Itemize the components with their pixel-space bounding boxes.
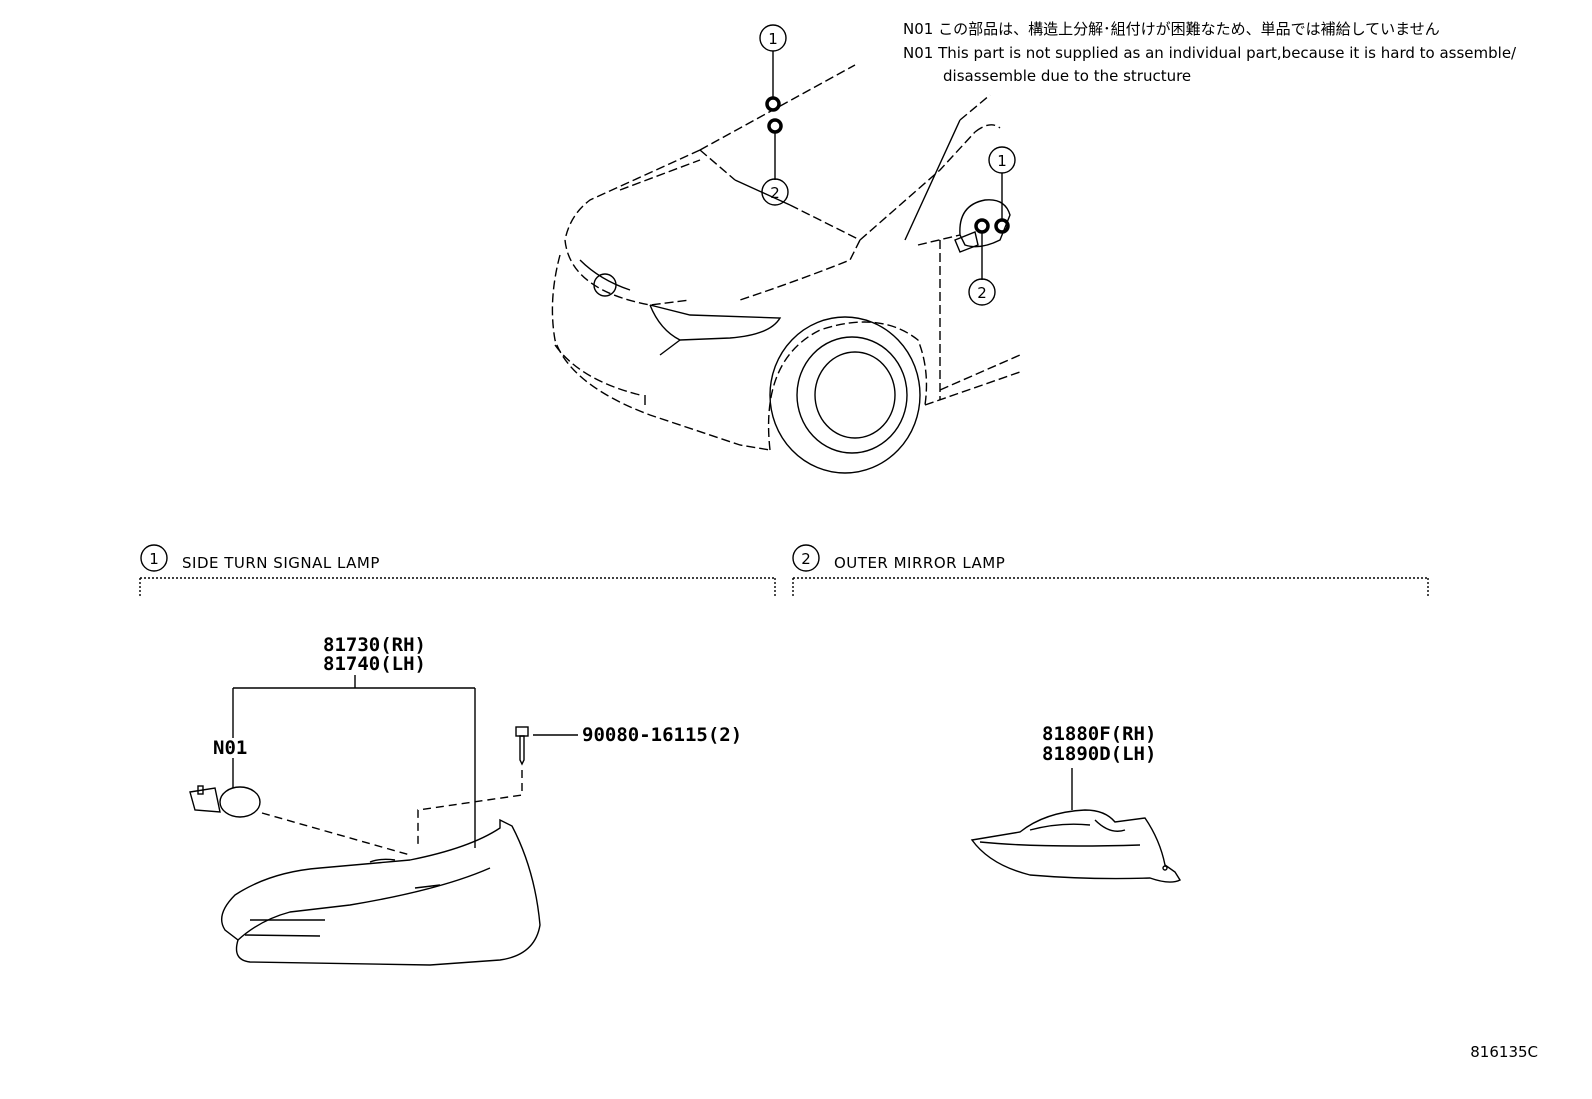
callout-mirror [968, 146, 1016, 306]
part-bulb-note: N01 [213, 737, 247, 759]
car-outline [551, 64, 1021, 451]
front-wheel [769, 316, 921, 474]
part-turn-lamp-lh: 81740(LH) [323, 653, 426, 675]
section-right-title: OUTER MIRROR LAMP [834, 554, 1005, 572]
note-jp: N01 この部品は、構造上分解･組付けが困難なため、単品では補給していません [903, 20, 1440, 38]
bulb [189, 785, 261, 818]
screw [515, 726, 529, 766]
note-jp-code: N01 [903, 20, 934, 38]
part-turn-lamp-rh: 81730(RH) [323, 634, 426, 656]
section-left-title: SIDE TURN SIGNAL LAMP [182, 554, 380, 572]
part-mirror-lamp-lh: 81890D(LH) [1042, 743, 1156, 765]
note-en: N01 This part is not supplied as an indi… [903, 44, 1516, 62]
section-right-number: 2 [801, 550, 811, 568]
part-mirror-lamp-rh: 81880F(RH) [1042, 723, 1156, 745]
callout-2-windshield: 2 [770, 184, 780, 202]
callout-1-windshield: 1 [768, 30, 778, 48]
fog-lamp-circle [593, 273, 617, 297]
part-screw: 90080-16115(2) [582, 724, 742, 746]
note-jp-text: この部品は、構造上分解･組付けが困難なため、単品では補給していません [938, 20, 1440, 38]
turn-lamp-leaders [232, 675, 578, 848]
callout-1-mirror: 1 [997, 152, 1007, 170]
outer-mirror [959, 199, 1011, 248]
note-en-code: N01 [903, 44, 934, 62]
note-en-cont: disassemble due to the structure [943, 67, 1191, 85]
turn-lamp-body [221, 818, 541, 966]
section-right-circle [792, 544, 820, 572]
diagram-id: 816135C [1470, 1043, 1538, 1061]
note-en-line2: disassemble due to the structure [943, 67, 1192, 85]
mirror-lamp-body [970, 809, 1182, 883]
section-left-circle [140, 544, 168, 572]
section-left-number: 1 [149, 550, 159, 568]
note-en-line1: This part is not supplied as an individu… [938, 44, 1517, 62]
callout-windshield [759, 24, 789, 206]
callout-2-mirror: 2 [977, 284, 987, 302]
